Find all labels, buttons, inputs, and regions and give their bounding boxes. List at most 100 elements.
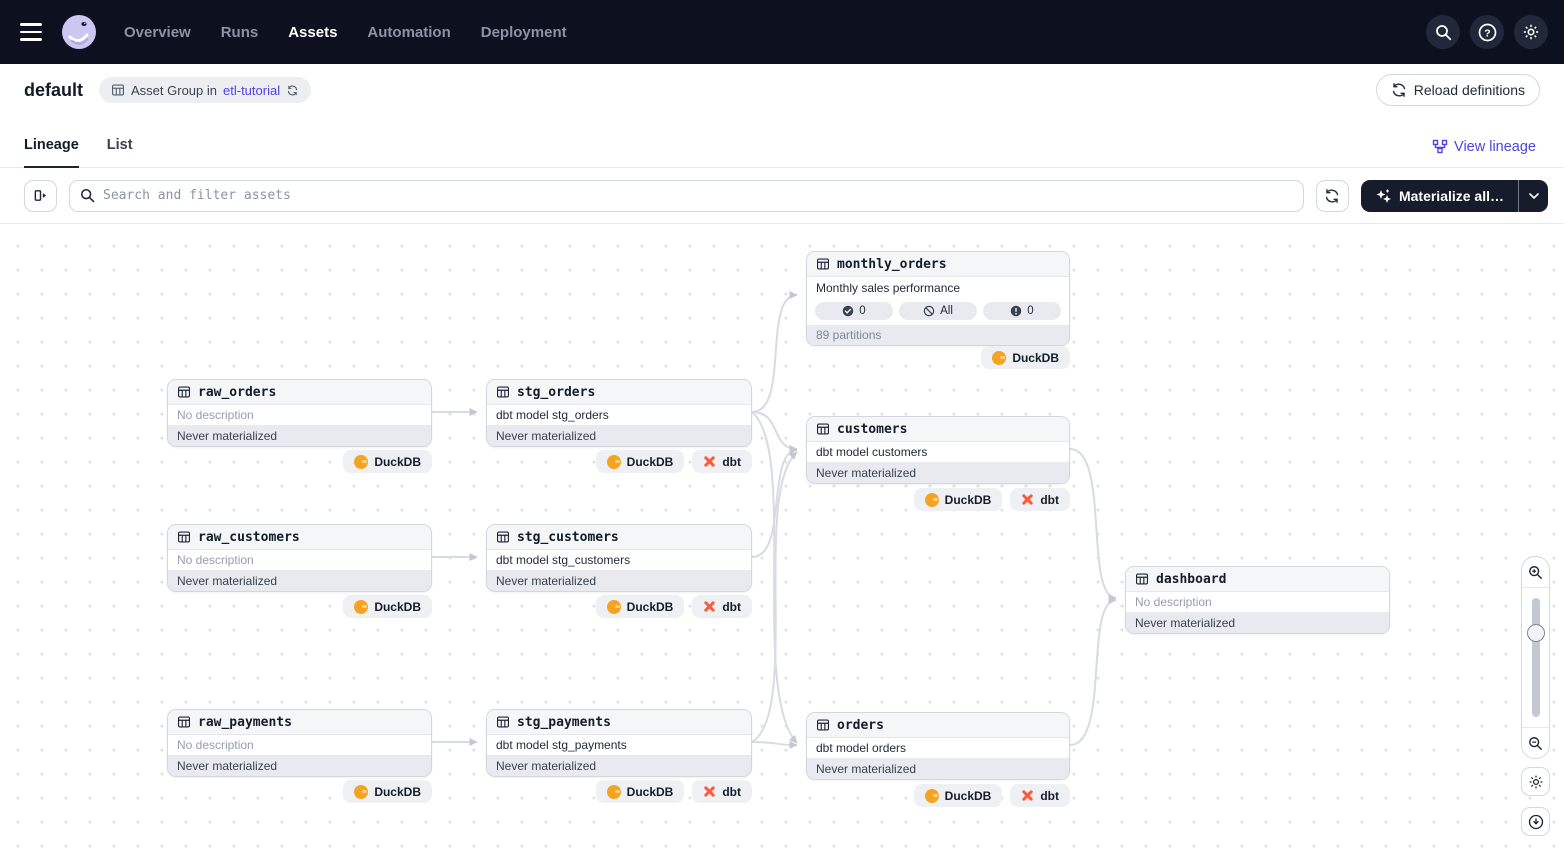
download-view-button[interactable] bbox=[1521, 807, 1550, 836]
page-header: default Asset Group in etl-tutorial Relo… bbox=[0, 64, 1564, 116]
dbt-icon bbox=[704, 786, 716, 797]
gear-icon bbox=[1529, 775, 1542, 788]
partitions-failed-pill[interactable]: 0 bbox=[983, 302, 1061, 320]
search-button[interactable] bbox=[1426, 15, 1460, 49]
kind-badge-duckdb[interactable]: DuckDB bbox=[981, 346, 1070, 369]
lineage-icon bbox=[1432, 139, 1448, 154]
nav-item-overview[interactable]: Overview bbox=[124, 23, 191, 41]
reload-icon bbox=[1392, 83, 1405, 97]
asset-node-dashboard[interactable]: dashboard No description Never materiali… bbox=[1125, 566, 1390, 634]
view-lineage-link[interactable]: View lineage bbox=[1432, 139, 1536, 155]
kind-badges: DuckDB dbt bbox=[806, 784, 1070, 807]
graph-settings-button[interactable] bbox=[1521, 767, 1550, 796]
asset-node-raw-orders[interactable]: raw_orders No description Never material… bbox=[167, 379, 432, 447]
kind-badges: DuckDB dbt bbox=[486, 780, 752, 803]
refresh-icon bbox=[1326, 188, 1339, 203]
zoom-in-button[interactable] bbox=[1522, 557, 1549, 587]
kind-badge-duckdb[interactable]: DuckDB bbox=[595, 595, 685, 618]
lineage-canvas[interactable]: monthly_orders Monthly sales performance… bbox=[0, 224, 1564, 851]
duckdb-icon bbox=[606, 599, 621, 614]
materialize-all-main[interactable]: Materialize all… bbox=[1361, 180, 1518, 212]
kind-badges: DuckDB bbox=[167, 595, 432, 618]
check-circle-icon bbox=[843, 305, 854, 317]
help-button[interactable]: ? bbox=[1470, 15, 1504, 49]
tab-list[interactable]: List bbox=[106, 137, 133, 153]
hamburger-menu-icon[interactable] bbox=[16, 14, 52, 50]
asset-partitions-count: 89 partitions bbox=[807, 325, 1069, 345]
nav-item-runs[interactable]: Runs bbox=[220, 23, 259, 41]
search-input[interactable] bbox=[103, 188, 1293, 203]
asset-node-raw-payments[interactable]: raw_payments No description Never materi… bbox=[167, 709, 432, 777]
asset-node-raw-customers[interactable]: raw_customers No description Never mater… bbox=[167, 524, 432, 592]
kind-badge-dbt[interactable]: dbt bbox=[1010, 488, 1070, 511]
asset-name: raw_payments bbox=[198, 714, 292, 730]
code-location-link[interactable]: etl-tutorial bbox=[223, 82, 281, 98]
reload-location-icon[interactable] bbox=[286, 84, 299, 97]
settings-button[interactable] bbox=[1514, 15, 1548, 49]
asset-description: dbt model stg_customers bbox=[487, 550, 751, 571]
materialize-dropdown-button[interactable] bbox=[1518, 179, 1548, 212]
asset-description: dbt model stg_payments bbox=[487, 735, 751, 756]
kind-badge-duckdb[interactable]: DuckDB bbox=[343, 595, 432, 618]
zoom-slider-handle[interactable] bbox=[1526, 624, 1545, 642]
kind-badge-dbt[interactable]: dbt bbox=[692, 595, 752, 618]
kind-badge-duckdb[interactable]: DuckDB bbox=[913, 488, 1003, 511]
asset-search bbox=[69, 179, 1304, 212]
asset-node-orders[interactable]: orders dbt model orders Never materializ… bbox=[806, 712, 1070, 780]
table-icon bbox=[1136, 573, 1148, 585]
asset-node-stg-customers[interactable]: stg_customers dbt model stg_customers Ne… bbox=[486, 524, 752, 592]
nav-item-assets[interactable]: Assets bbox=[288, 23, 338, 41]
kind-badge-duckdb[interactable]: DuckDB bbox=[343, 780, 432, 803]
kind-badges: DuckDB dbt bbox=[486, 450, 752, 473]
page-title: default bbox=[24, 79, 84, 100]
kind-badges: DuckDB dbt bbox=[486, 595, 752, 618]
zoom-out-button[interactable] bbox=[1522, 728, 1549, 758]
asset-name: customers bbox=[837, 421, 908, 437]
kind-badge-duckdb[interactable]: DuckDB bbox=[595, 780, 685, 803]
refresh-button[interactable] bbox=[1315, 179, 1349, 212]
asset-node-customers[interactable]: customers dbt model customers Never mate… bbox=[806, 416, 1070, 484]
toggle-sidebar-button[interactable] bbox=[24, 179, 57, 212]
kind-badges: DuckDB bbox=[167, 450, 432, 473]
tab-lineage[interactable]: Lineage bbox=[24, 137, 79, 168]
nav-item-automation[interactable]: Automation bbox=[367, 23, 451, 41]
nav-links: Overview Runs Assets Automation Deployme… bbox=[124, 24, 567, 41]
lineage-toolbar: Materialize all… bbox=[0, 168, 1564, 224]
asset-description: No description bbox=[168, 405, 431, 426]
top-nav: Overview Runs Assets Automation Deployme… bbox=[0, 0, 1564, 64]
partitions-missing-pill[interactable]: All bbox=[899, 302, 977, 320]
asset-node-monthly-orders[interactable]: monthly_orders Monthly sales performance… bbox=[806, 251, 1070, 346]
kind-badge-duckdb[interactable]: DuckDB bbox=[913, 784, 1003, 807]
table-icon bbox=[112, 84, 125, 96]
asset-description: dbt model stg_orders bbox=[487, 405, 751, 426]
partitions-materialized-pill[interactable]: 0 bbox=[815, 302, 893, 320]
kind-badge-dbt[interactable]: dbt bbox=[692, 450, 752, 473]
dbt-icon bbox=[704, 601, 716, 612]
kind-badge-dbt[interactable]: dbt bbox=[1010, 784, 1070, 807]
nav-item-deployment[interactable]: Deployment bbox=[480, 23, 567, 41]
asset-name: orders bbox=[837, 717, 884, 733]
help-icon: ? bbox=[1478, 23, 1496, 41]
dagster-logo[interactable] bbox=[60, 13, 98, 51]
kind-badges: DuckDB bbox=[167, 780, 432, 803]
kind-badge-duckdb[interactable]: DuckDB bbox=[595, 450, 685, 473]
zoom-controls bbox=[1521, 556, 1550, 759]
reload-definitions-button[interactable]: Reload definitions bbox=[1375, 74, 1540, 106]
asset-status: Never materialized bbox=[168, 571, 431, 591]
asset-node-stg-payments[interactable]: stg_payments dbt model stg_payments Neve… bbox=[486, 709, 752, 777]
zoom-slider-track[interactable] bbox=[1531, 598, 1540, 717]
zoom-slider[interactable] bbox=[1522, 587, 1549, 728]
kind-badge-duckdb[interactable]: DuckDB bbox=[343, 450, 432, 473]
table-icon bbox=[178, 386, 190, 398]
asset-description: No description bbox=[168, 550, 431, 571]
table-icon bbox=[178, 531, 190, 543]
svg-text:?: ? bbox=[1484, 27, 1490, 39]
kind-badge-dbt[interactable]: dbt bbox=[692, 780, 752, 803]
asset-node-stg-orders[interactable]: stg_orders dbt model stg_orders Never ma… bbox=[486, 379, 752, 447]
asset-name: dashboard bbox=[1156, 571, 1227, 587]
asset-status: Never materialized bbox=[487, 426, 751, 446]
table-icon bbox=[497, 716, 509, 728]
tabs-row: Lineage List View lineage bbox=[0, 116, 1564, 168]
asset-name: raw_orders bbox=[198, 384, 277, 400]
group-badge-text: Asset Group in bbox=[131, 82, 218, 98]
